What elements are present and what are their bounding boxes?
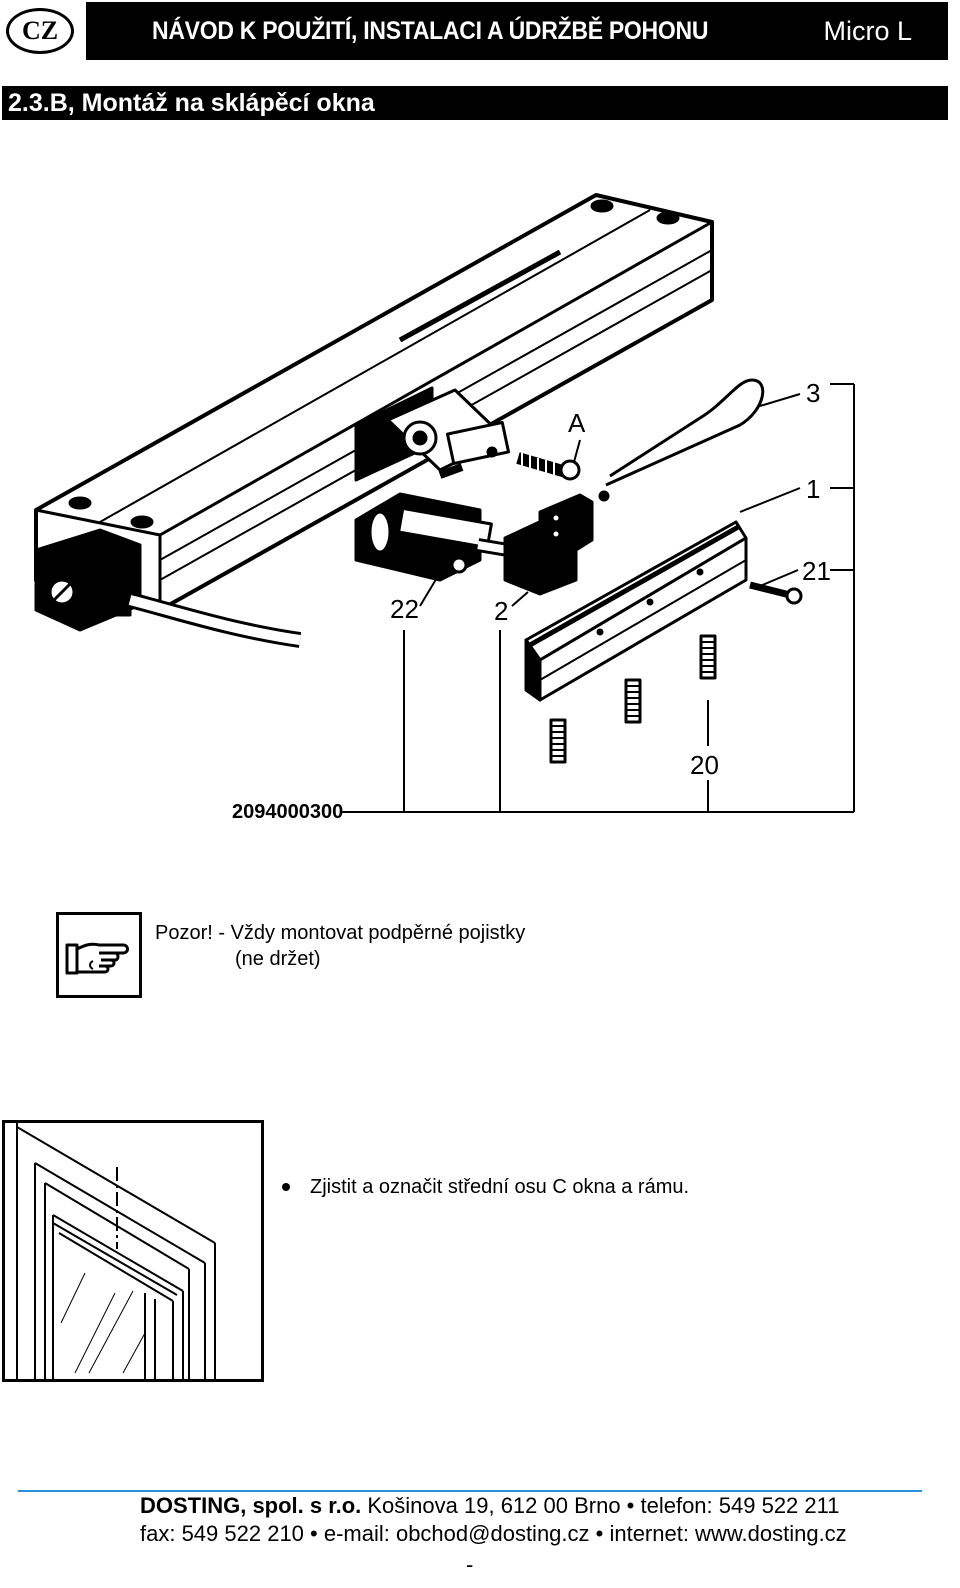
page-number: - <box>466 1552 474 1577</box>
section-title: 2.3.B, Montáž na sklápěcí okna <box>2 86 948 120</box>
warning-label: Pozor! <box>155 922 213 944</box>
header-bar: NÁVOD K POUŽITÍ, INSTALACI A ÚDRŽBĚ POHO… <box>86 2 948 60</box>
drawing-code: 2094000300 <box>232 801 343 823</box>
label-22: 22 <box>390 594 419 624</box>
pointing-hand-icon-box <box>56 912 142 998</box>
footer-line-1: DOSTING, spol. s r.o. Košinova 19, 612 0… <box>140 1492 839 1520</box>
label-a: A <box>568 408 586 438</box>
warning-note: Pozor! - Vždy montovat podpěrné pojistky <box>155 920 525 946</box>
label-1: 1 <box>806 474 820 504</box>
mounting-rail <box>524 520 748 702</box>
document-title: NÁVOD K POUŽITÍ, INSTALACI A ÚDRŽBĚ POHO… <box>152 16 709 45</box>
exploded-assembly-drawing: A 3 1 21 22 2 20 2094000300 <box>34 193 855 823</box>
chain-bracket <box>354 386 511 482</box>
language-badge-text: CZ <box>21 16 59 45</box>
instruction-item: Zjistit a označit střední osu C okna a r… <box>282 1174 689 1200</box>
screw-21 <box>749 581 803 605</box>
company-name: DOSTING, spol. s r.o. <box>140 1493 362 1518</box>
footer-line-2: fax: 549 522 210 • e-mail: obchod@dostin… <box>140 1521 847 1546</box>
actuator-body <box>34 193 714 612</box>
label-2: 2 <box>494 596 508 626</box>
instruction-text: Zjistit a označit střední osu C okna a r… <box>310 1176 690 1198</box>
window-frame-illustration <box>2 1120 264 1382</box>
bolt-a <box>516 452 581 481</box>
product-model: Micro L <box>823 15 912 46</box>
cable-connector <box>34 528 302 648</box>
label-3: 3 <box>806 378 820 408</box>
window-frame-drawing <box>16 1123 216 1379</box>
clip-pin <box>598 378 765 502</box>
warning-text-line2: (ne držet) <box>235 948 321 970</box>
label-21: 21 <box>802 556 831 586</box>
set-screws-20 <box>549 634 717 764</box>
bullet-icon <box>282 1183 290 1191</box>
label-20: 20 <box>690 750 719 780</box>
warning-text: - Vždy montovat podpěrné pojistky <box>212 922 526 944</box>
support-bracket <box>354 492 594 596</box>
pointing-hand-icon <box>65 942 129 975</box>
company-address: Košinova 19, 612 00 Brno • telefon: 549 … <box>361 1493 840 1518</box>
leader-lines <box>342 383 855 813</box>
screw-22 <box>413 546 468 574</box>
footer-rule <box>18 1490 922 1492</box>
language-badge: CZ <box>6 8 74 54</box>
